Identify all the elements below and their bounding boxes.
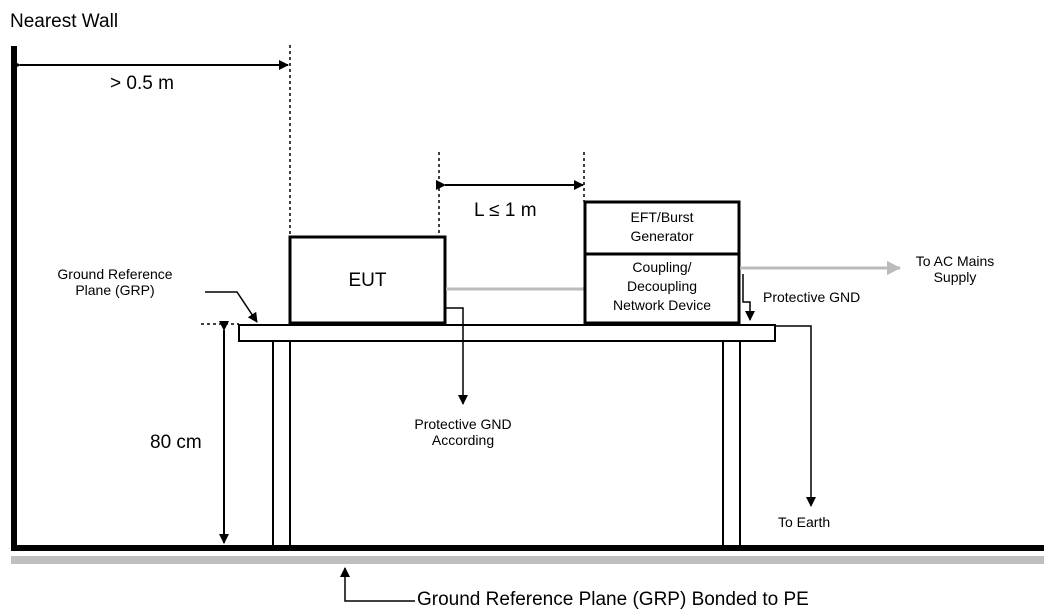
ac-mains-label-line2: Supply <box>933 269 977 286</box>
grp-label-line1: Ground Reference <box>57 266 173 282</box>
wall-distance-label: > 0.5 m <box>110 73 174 94</box>
grp-label: Ground Reference Plane (GRP) <box>42 266 188 298</box>
cdn-protective-gnd-label: Protective GND <box>763 289 861 305</box>
ac-mains-label: To AC Mains Supply <box>895 253 1015 285</box>
table-height-label: 80 cm <box>150 432 202 453</box>
to-earth-arrow <box>775 325 816 507</box>
cdn-label-line3: Network Device <box>612 297 712 313</box>
grp-leader-arrow <box>205 291 258 323</box>
table-leg-left <box>272 340 291 547</box>
eut-protective-gnd-label-line1: Protective GND <box>414 416 512 432</box>
table-top <box>238 324 776 342</box>
eut-protective-gnd-label: Protective GND According <box>400 416 526 448</box>
generator-label-line1: EFT/Burst <box>630 209 694 225</box>
eut-label: EUT <box>348 270 387 291</box>
nearest-wall-label: Nearest Wall <box>10 11 119 32</box>
generator-label-line2: Generator <box>630 228 694 244</box>
table-leg-right <box>722 340 741 547</box>
cdn-label: Coupling/ Decoupling Network Device <box>585 258 739 315</box>
eut-box <box>288 235 447 325</box>
eut-protective-gnd-label-line2: According <box>431 432 495 449</box>
cdn-protective-gnd-arrow <box>742 274 755 321</box>
cdn-label-line2: Decoupling <box>626 278 698 294</box>
generator-box <box>583 200 741 256</box>
eut-protective-gnd-arrow <box>446 307 468 405</box>
grp-label-line2: Plane (GRP) <box>75 282 155 299</box>
cable-length-label: L ≤ 1 m <box>474 200 537 221</box>
cdn-label-line1: Coupling/ <box>632 259 692 275</box>
ac-mains-label-line1: To AC Mains <box>915 253 995 269</box>
ground-reference-plane-floor <box>11 556 1044 564</box>
to-earth-label: To Earth <box>778 514 831 530</box>
generator-label: EFT/Burst Generator <box>585 208 739 246</box>
grp-bonded-label: Ground Reference Plane (GRP) Bonded to P… <box>417 589 809 610</box>
cdn-box <box>583 252 741 325</box>
grp-bonded-leader-arrow <box>340 567 415 602</box>
